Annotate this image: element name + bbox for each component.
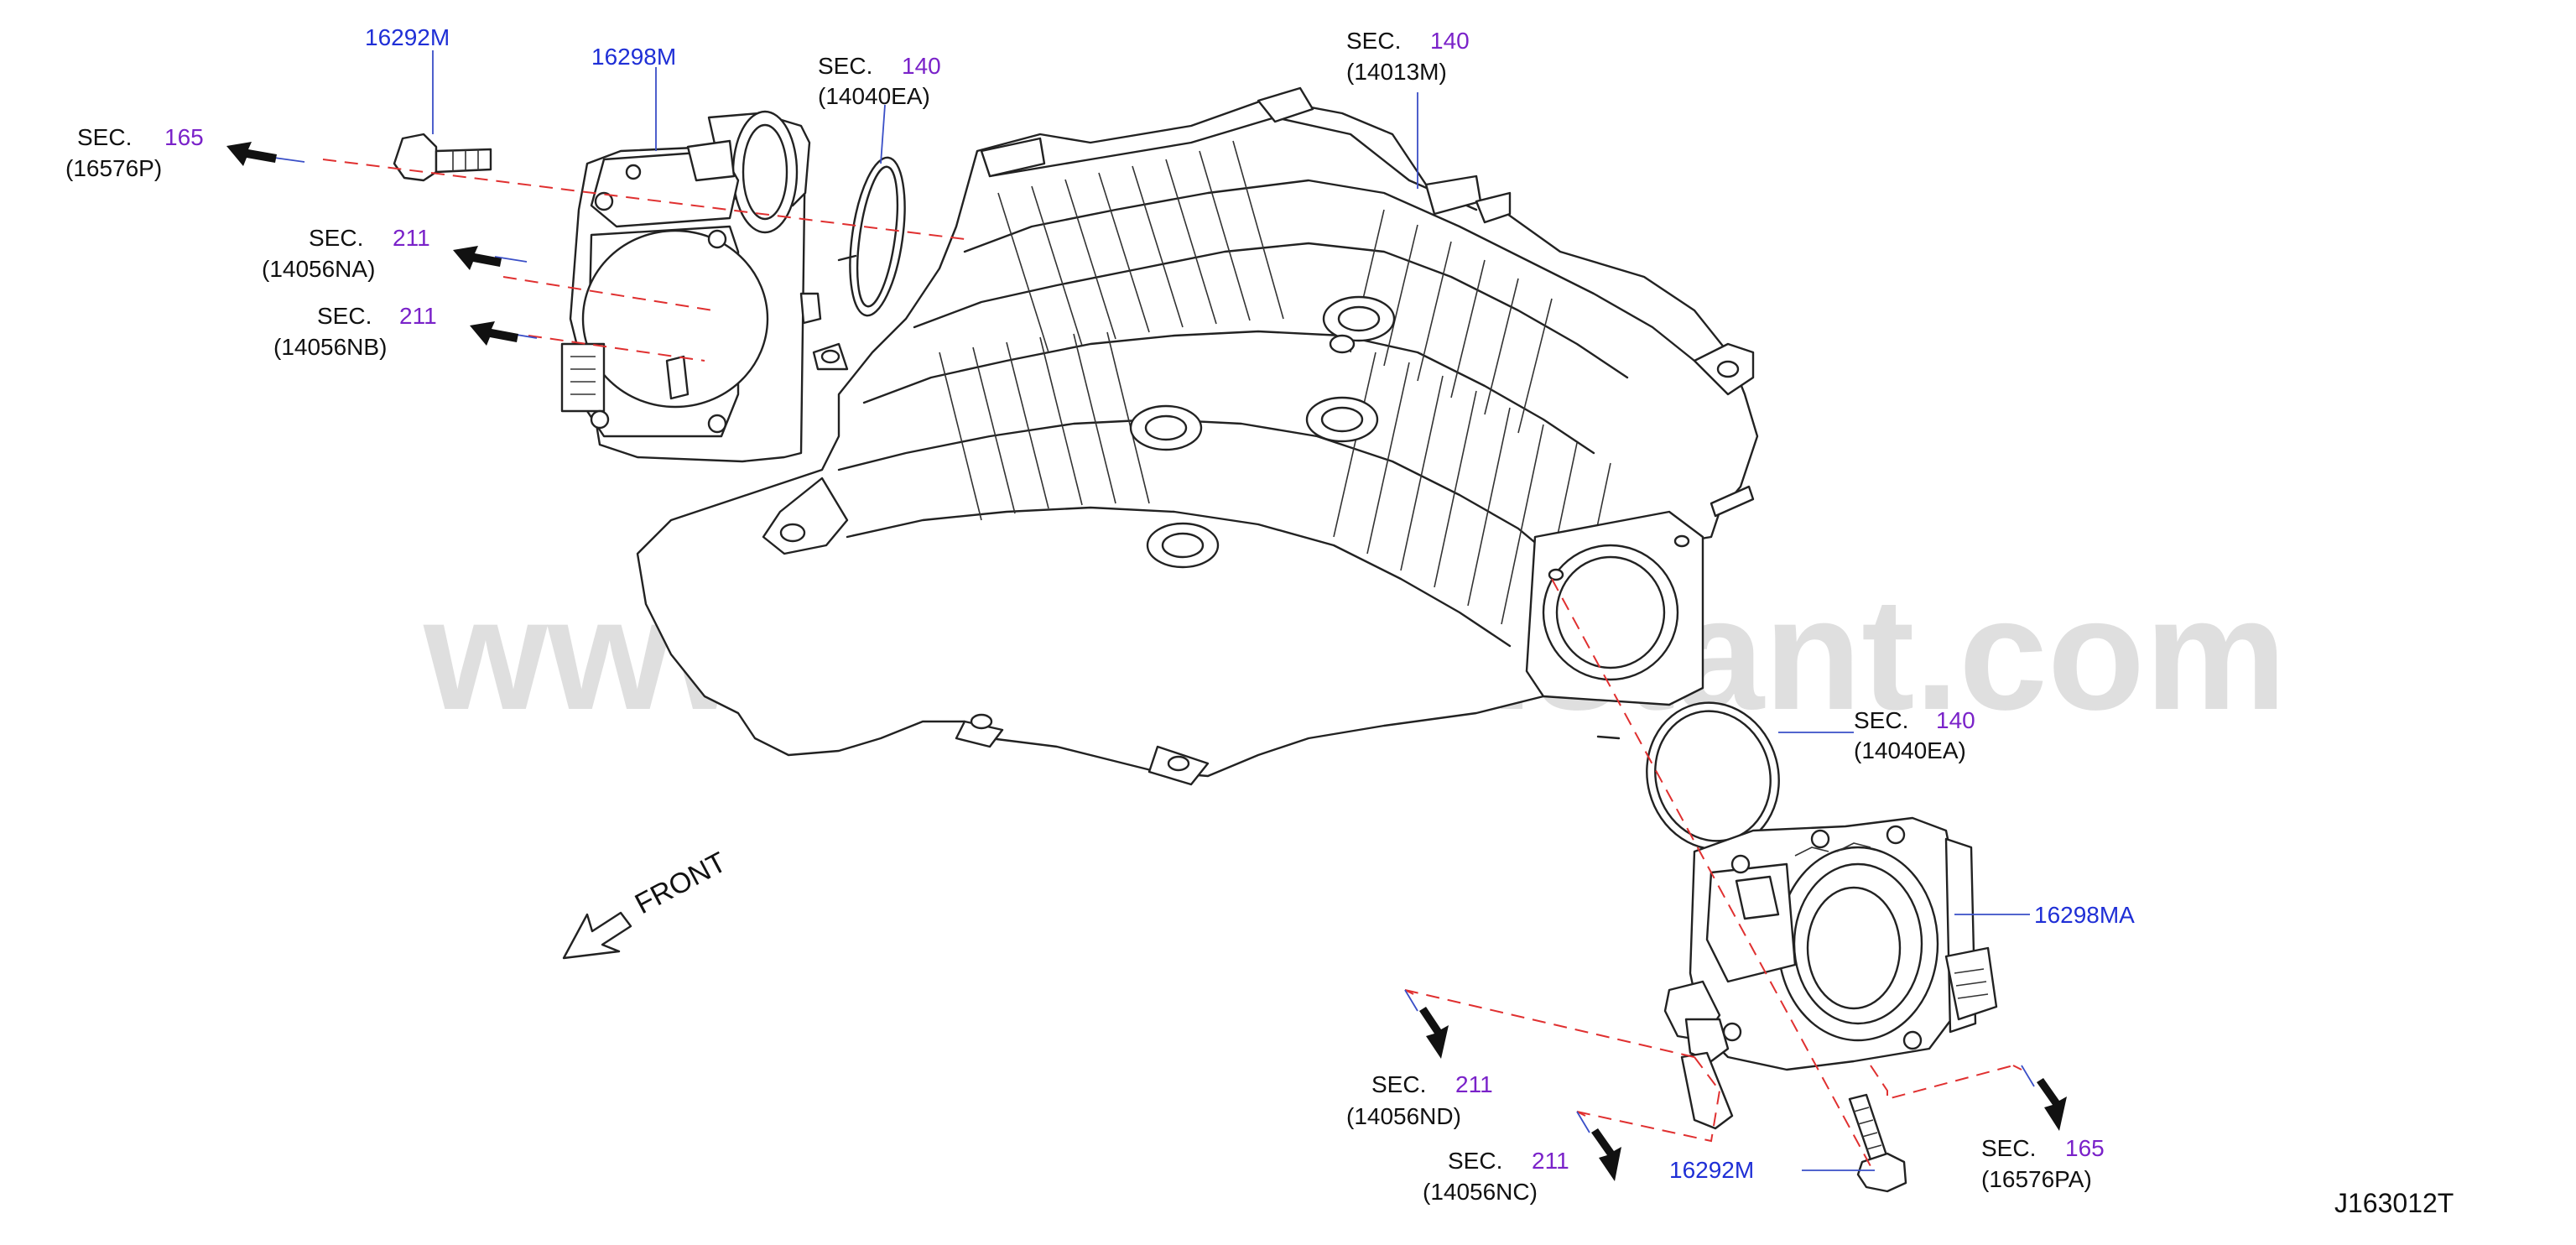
front-direction-indicator: FRONT (562, 846, 731, 960)
sec-label: SEC. (1371, 1071, 1426, 1097)
sec-code: (14013M) (1346, 59, 1447, 85)
sec-ref-211-14056NC[interactable]: SEC. 211 (14056NC) (1423, 1148, 1569, 1205)
sec-label: SEC. (1981, 1135, 2036, 1161)
sec-code: (14056NB) (273, 334, 387, 360)
part-number-bolt-lower[interactable]: 16292M (1669, 1157, 1754, 1183)
part-number-bolt-upper[interactable]: 16292M (365, 24, 450, 50)
sec-ref-140-14040EA-top[interactable]: SEC. 140 (14040EA) (818, 53, 941, 109)
sec-code: (16576PA) (1981, 1166, 2092, 1192)
arrow-sec211-14056NA (453, 246, 502, 270)
sec-code: (14040EA) (818, 83, 930, 109)
sec-code: (14040EA) (1854, 737, 1966, 763)
sec-number: 211 (1455, 1071, 1493, 1097)
sec-ref-211-14056NB[interactable]: SEC. 211 (14056NB) (273, 303, 437, 360)
sec-ref-211-14056ND[interactable]: SEC. 211 (14056ND) (1346, 1071, 1493, 1129)
sec-code: (14056ND) (1346, 1103, 1461, 1129)
bolt-bottom-drawing (1848, 1093, 1907, 1193)
arrow-sec165-16576P (226, 142, 277, 166)
sec-code: (14056NA) (262, 256, 375, 282)
arrow-sec165-16576PA (2037, 1078, 2067, 1131)
part-number-throttle-body-right[interactable]: 16298MA (2034, 902, 2135, 928)
sec-number: 211 (393, 225, 430, 251)
arrow-sec211-14056ND (1419, 1007, 1449, 1059)
section-arrows (226, 142, 2067, 1181)
sec-number: 165 (2065, 1135, 2105, 1161)
sec-number: 140 (902, 53, 941, 79)
front-label: FRONT (630, 846, 731, 921)
sec-ref-211-14056NA[interactable]: SEC. 211 (14056NA) (262, 225, 430, 282)
intake-manifold-drawing (636, 86, 1759, 786)
sec-ref-165-16576PA[interactable]: SEC. 165 (16576PA) (1981, 1135, 2105, 1192)
diagram-reference-code: J163012T (2334, 1188, 2454, 1218)
sec-ref-140-14040EA-right[interactable]: SEC. 140 (14040EA) (1854, 707, 1975, 763)
dashed-axis-lines (322, 159, 2022, 1167)
sec-label: SEC. (1346, 28, 1401, 54)
sec-label: SEC. (309, 225, 363, 251)
part-number-throttle-body-left[interactable]: 16298M (591, 44, 676, 70)
sec-number: 211 (399, 303, 437, 329)
gasket-top-inner (856, 165, 899, 308)
bolt-top-drawing (393, 133, 492, 182)
sec-code: (16576P) (65, 155, 162, 181)
sec-code: (14056NC) (1423, 1179, 1538, 1205)
sec-number: 165 (164, 124, 204, 150)
gasket-top-tab (837, 254, 857, 262)
sec-number: 211 (1532, 1148, 1569, 1174)
sec-label: SEC. (1854, 707, 1908, 733)
sec-label: SEC. (77, 124, 132, 150)
sec-ref-140-14013M[interactable]: SEC. 140 (14013M) (1346, 28, 1470, 85)
leader-lines (273, 50, 2035, 1171)
throttle-body-left-drawing (560, 110, 822, 463)
front-arrow-icon (562, 911, 632, 960)
gasket-right-tab (1596, 735, 1621, 740)
throttle-body-right-drawing (1663, 816, 1998, 1130)
arrow-sec211-14056NC (1591, 1128, 1621, 1181)
sec-label: SEC. (1448, 1148, 1502, 1174)
arrow-sec211-14056NB (470, 321, 518, 346)
sec-label: SEC. (317, 303, 372, 329)
sec-number: 140 (1430, 28, 1470, 54)
sec-ref-165-16576P[interactable]: SEC. 165 (16576P) (65, 124, 204, 181)
sec-number: 140 (1936, 707, 1975, 733)
sec-label: SEC. (818, 53, 872, 79)
